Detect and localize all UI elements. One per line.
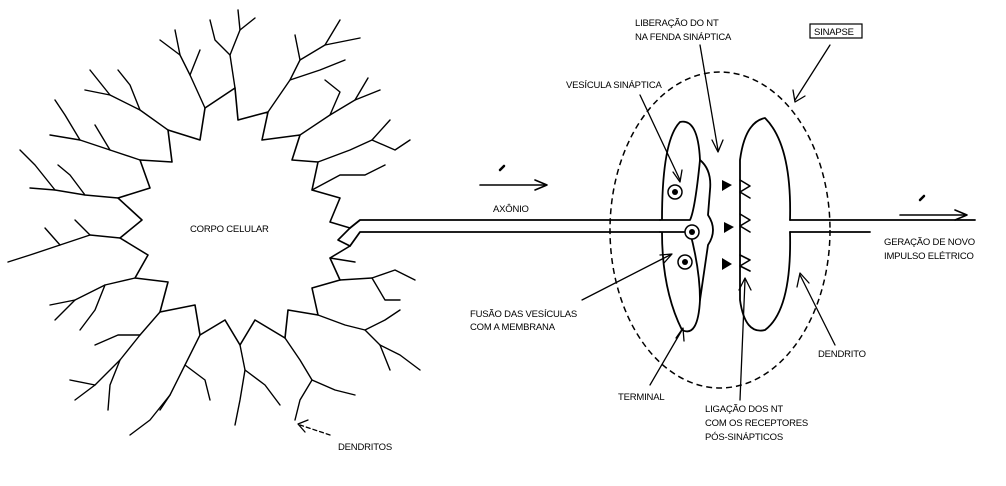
label-vesicula: VESÍCULA SINÁPTICA <box>566 80 663 91</box>
vesicles <box>668 185 699 269</box>
label-geracao-1: GERAÇÃO DE NOVO <box>884 237 975 248</box>
axon <box>350 220 660 246</box>
label-liberacao-1: LIBERAÇÃO DO NT <box>635 18 719 29</box>
label-geracao-2: IMPULSO ELÉTRICO <box>884 251 974 262</box>
label-ligacao-3: PÓS-SINÁPTICOS <box>705 432 783 443</box>
neurotransmitters <box>722 180 734 270</box>
label-fusao-1: FUSÃO DAS VESÍCULAS <box>470 309 577 320</box>
leader-lines <box>298 45 835 435</box>
label-fusao-2: COM A MEMBRANA <box>470 322 556 333</box>
label-axonio: AXÔNIO <box>493 204 529 215</box>
impulse-arrow <box>480 166 547 190</box>
cell-body <box>118 88 350 345</box>
label-ligacao-1: LIGAÇÃO DOS NT <box>705 404 783 415</box>
postsynaptic-dendrite <box>740 118 975 331</box>
label-dendrito: DENDRITO <box>818 349 866 360</box>
receptors <box>740 180 750 271</box>
label-sinapse: SINAPSE <box>814 27 854 38</box>
label-corpo-celular: CORPO CELULAR <box>190 224 269 235</box>
label-dendritos: DENDRITOS <box>338 442 392 453</box>
output-impulse-arrow <box>900 196 967 220</box>
label-terminal: TERMINAL <box>618 392 664 403</box>
synapse-boundary <box>610 72 830 388</box>
label-ligacao-2: COM OS RECEPTORES <box>705 418 808 429</box>
label-liberacao-2: NA FENDA SINÁPTICA <box>635 32 732 43</box>
